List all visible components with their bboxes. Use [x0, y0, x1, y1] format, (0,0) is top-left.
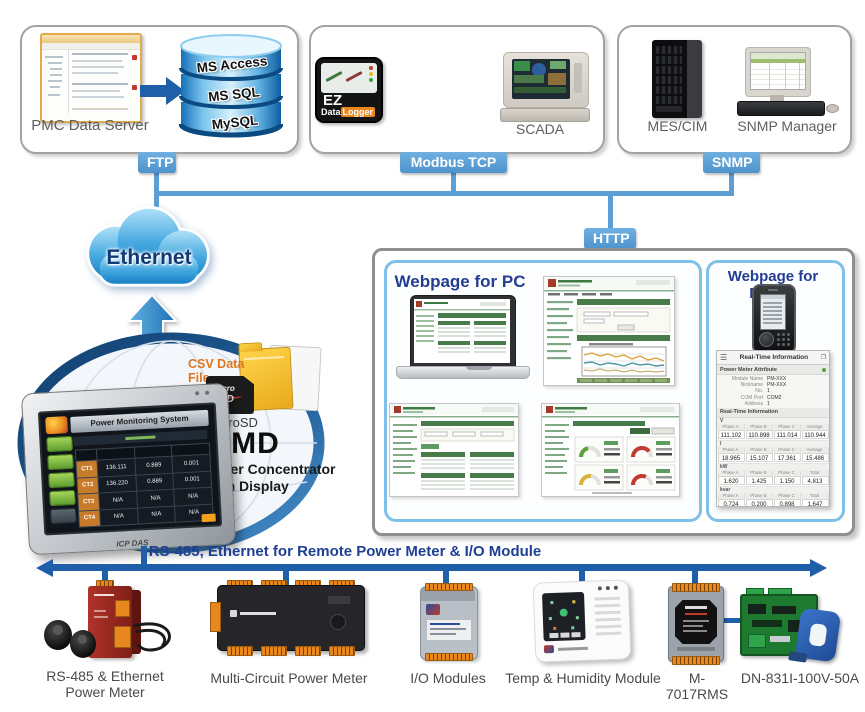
- http-label: HTTP: [584, 228, 636, 249]
- expand-icon: ❐: [820, 355, 826, 361]
- modbus-tcp-label: Modbus TCP: [400, 152, 507, 173]
- pmd-menu-button[interactable]: [47, 453, 74, 471]
- pmd-page-indicator[interactable]: [201, 513, 216, 523]
- window-red-icon: [132, 55, 137, 60]
- power-meter-cable: [133, 622, 171, 652]
- dn831-connector: [718, 618, 744, 623]
- pmd-menu-button[interactable]: [48, 471, 75, 489]
- module-display: [542, 591, 586, 642]
- icpdas-logo: [543, 644, 555, 654]
- csv-data-file-label: CSV Data File: [188, 357, 245, 385]
- mobile-page-title: Real-Time Information: [739, 354, 809, 361]
- mes-cim-caption: MES/CIM: [647, 118, 708, 134]
- webpage-screenshot-gauges: [541, 403, 680, 497]
- window-titlebar: [42, 35, 140, 43]
- snmp-label: SNMP: [703, 152, 760, 173]
- temp-humidity-module: [532, 579, 632, 663]
- webpage-screenshot-chart: [543, 276, 675, 386]
- mes-cim-server: [652, 40, 702, 118]
- device-connector: [443, 568, 449, 587]
- laptop-base: [396, 366, 530, 379]
- device-connector: [283, 568, 289, 586]
- dn831-caption: DN-831I-100V-50A: [740, 670, 860, 686]
- temp-humidity-caption: Temp & Humidity Module: [505, 670, 661, 686]
- data-flow-arrow: [140, 77, 185, 105]
- window-red-icon: [132, 85, 137, 90]
- ethernet-cloud: [86, 205, 210, 287]
- laptop: [410, 295, 516, 369]
- current-transformer-clamp: [44, 620, 72, 650]
- current-transformer-clamp: [70, 630, 96, 658]
- laptop-screen-webpage: [414, 299, 510, 363]
- phone-dpad: [759, 332, 774, 347]
- multi-circuit-caption: Multi-Circuit Power Meter: [210, 670, 368, 686]
- device-connector: [692, 568, 698, 587]
- rt-section-title: Real-Time Information: [720, 409, 778, 416]
- mobile-webpage-screenshot: ☰ Real-Time Information ❐ Power Meter At…: [716, 350, 830, 507]
- attr-section-title: Power Meter Attribute: [720, 366, 777, 373]
- icpdas-logo: [45, 416, 69, 435]
- dn831-current-transformer: [788, 607, 842, 663]
- pmd-menu-button[interactable]: [49, 489, 76, 507]
- scada-monitor: [503, 52, 589, 108]
- snmp-keyboard: [737, 101, 825, 116]
- ftp-connector: [154, 173, 159, 193]
- m7017-caption: M-7017RMS: [665, 670, 729, 702]
- power-meter-caption: RS-485 & Ethernet Power Meter: [46, 668, 164, 700]
- top-network-bus: [154, 191, 734, 196]
- m7017rms-module: [668, 583, 724, 665]
- scada-keyboard: [500, 108, 590, 122]
- pmc-caption: PMC Data Server: [31, 117, 149, 134]
- webpage-screenshot-tables: [389, 403, 519, 497]
- snmp-manager-caption: SNMP Manager: [737, 118, 837, 134]
- http-connector: [608, 196, 613, 230]
- webpage-pc-title: Webpage for PC: [394, 272, 526, 291]
- pmc-app-window: [40, 33, 142, 123]
- ez-title: EZ: [323, 92, 343, 109]
- pmd-bus-connector: [141, 546, 147, 566]
- ftp-label: FTP: [138, 152, 176, 173]
- bus-arrow-right: [810, 559, 827, 577]
- cloud-connector: [154, 196, 159, 212]
- mouse-icon: [826, 104, 839, 113]
- bus-label: RS-485, Ethernet for Remote Power Meter …: [148, 543, 542, 560]
- rs485-bus: [50, 564, 812, 571]
- pmd-screen-title: Power Monitoring System: [70, 409, 209, 433]
- bus-arrow-left: [36, 559, 53, 577]
- database-cylinders: [179, 34, 283, 138]
- io-modules-caption: I/O Modules: [410, 670, 486, 686]
- pmd-menu-button[interactable]: [49, 507, 77, 525]
- device-connector: [102, 568, 108, 586]
- status-dot: [822, 367, 826, 372]
- pmd-menu-button[interactable]: [46, 435, 73, 453]
- scada-caption: SCADA: [515, 121, 565, 137]
- ethernet-label: Ethernet: [106, 246, 192, 269]
- snmp-connector: [729, 173, 734, 193]
- device-connector: [579, 568, 585, 583]
- multi-circuit-power-meter: [210, 585, 365, 651]
- mobile-device: [752, 284, 796, 354]
- snmp-manager-monitor: [745, 47, 811, 97]
- io-module: [420, 583, 478, 661]
- modbus-connector: [451, 173, 456, 193]
- menu-icon: ☰: [720, 353, 728, 362]
